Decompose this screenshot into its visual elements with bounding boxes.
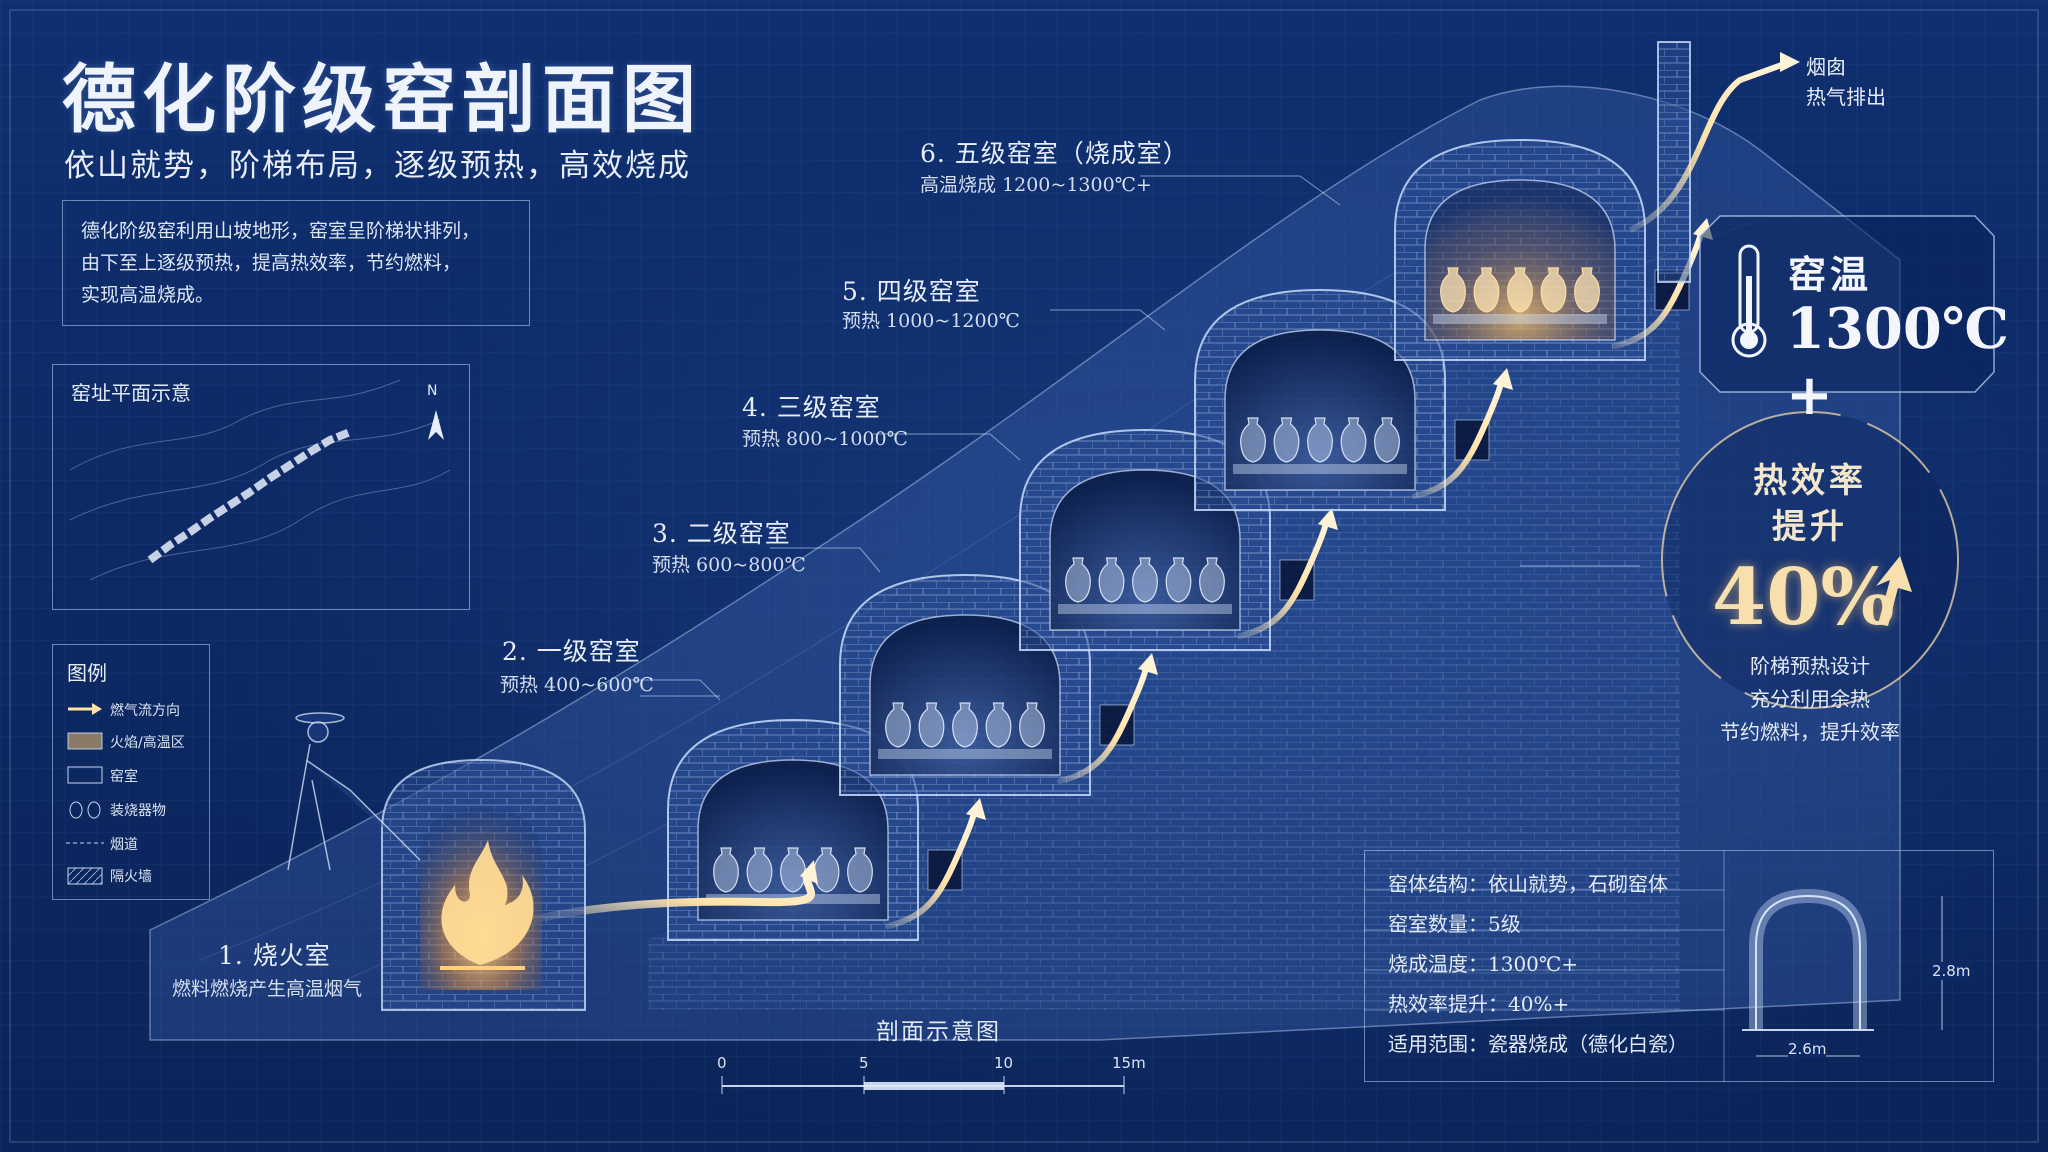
legend-title: 图例	[67, 661, 107, 685]
gas-flow-arrow	[526, 868, 815, 924]
vase-icon	[1132, 557, 1158, 603]
vase-icon	[1307, 417, 1333, 463]
spec-row: 适用范围：瓷器烧成（德化白瓷）	[1388, 1032, 1688, 1056]
legend-item-flow: 燃气流方向	[110, 703, 180, 719]
vase-icon	[1098, 557, 1125, 603]
vase-icon	[1273, 417, 1300, 463]
legend-item-firewall: 隔火墙	[110, 869, 152, 885]
scale-tick: 5	[859, 1054, 869, 1072]
legend-item-chamber: 窑室	[110, 769, 138, 785]
thermometer-icon	[1731, 244, 1767, 358]
vase-icon	[1199, 557, 1225, 603]
stage-3-desc: 预热 600~800℃	[652, 554, 806, 576]
vase-icon	[1065, 557, 1091, 603]
arch-width-label: 2.6m	[1788, 1040, 1827, 1058]
vase-icon	[985, 702, 1012, 748]
scale-tick: 15m	[1112, 1054, 1146, 1072]
scale-title: 剖面示意图	[876, 1019, 1001, 1045]
spec-panel	[1364, 850, 1994, 1082]
vase-icon	[1374, 417, 1400, 463]
spec-row: 烧成温度：1300℃+	[1388, 952, 1579, 976]
legend-item-flue: 烟道	[110, 837, 138, 853]
scale-bar	[721, 1076, 1125, 1094]
spec-table-lines	[1364, 850, 1725, 1082]
temperature-panel	[1699, 215, 1995, 393]
legend-item-ware: 装烧器物	[110, 803, 166, 819]
stage-5-desc: 预热 1000~1200℃	[842, 310, 1020, 332]
efficiency-title: 热效率 提升	[1753, 461, 1867, 547]
legend-swatches	[66, 703, 104, 885]
intro-box: 德化阶级窑利用山坡地形，窑室呈阶梯状排列， 由下至上逐级预热，提高热效率，节约燃…	[62, 200, 530, 326]
stage-3-label: 3. 二级窑室	[652, 519, 791, 548]
worker-figure	[287, 712, 421, 871]
stage-4-desc: 预热 800~1000℃	[742, 428, 908, 450]
vase-icon	[1019, 702, 1045, 748]
spec-row: 窑室数量：5级	[1388, 912, 1521, 936]
page-subtitle: 依山就势，阶梯布局，逐级预热，高效烧成	[64, 148, 691, 184]
vase-icon	[1165, 557, 1192, 603]
chimney-label: 烟囱 热气排出	[1806, 55, 1886, 109]
arch-height-label: 2.8m	[1932, 962, 1971, 980]
scale-tick: 0	[717, 1054, 727, 1072]
chimney-arrow-icon	[1780, 52, 1800, 72]
up-arrow-icon	[1876, 556, 1912, 626]
stage-6-label: 6. 五级窑室（烧成室）	[920, 139, 1189, 168]
vase-icon	[1340, 417, 1367, 463]
stage-6-desc: 高温烧成 1200~1300℃+	[920, 174, 1152, 196]
vase-icon	[746, 847, 773, 893]
stage-1-label: 1. 烧火室	[218, 941, 331, 970]
kiln-chamber-3	[1019, 428, 1338, 651]
site-plan-title: 窑址平面示意	[71, 381, 191, 405]
kiln-chambers	[526, 138, 1713, 1010]
vase-icon	[713, 847, 739, 893]
kiln-chamber-5	[1394, 138, 1713, 361]
legend-item-flame: 火焰/高温区	[110, 735, 185, 751]
vase-icon	[1507, 267, 1533, 313]
vase-icon	[847, 847, 873, 893]
fire-chamber	[381, 758, 586, 1011]
site-plan-panel: 窑址平面示意 N	[52, 364, 470, 610]
efficiency-value: 40%	[1712, 552, 1895, 643]
spec-row: 窑体结构：依山就势，石砌窑体	[1388, 872, 1668, 896]
stage-5-label: 5. 四级窑室	[842, 277, 981, 306]
vase-icon	[1540, 267, 1567, 313]
site-plan-map	[69, 379, 451, 581]
vase-icon	[1240, 417, 1266, 463]
vase-icon	[1473, 267, 1500, 313]
arrow-head-icon	[1138, 653, 1158, 675]
temperature-label: 窑温	[1788, 252, 1873, 297]
efficiency-ring	[1520, 411, 1959, 709]
intro-line: 德化阶级窑利用山坡地形，窑室呈阶梯状排列，	[81, 220, 481, 242]
page-title: 德化阶级窑剖面图	[62, 57, 702, 143]
efficiency-desc: 阶梯预热设计 充分利用余热 节约燃料，提升效率	[1720, 654, 1900, 744]
north-arrow-icon	[428, 410, 444, 440]
callout-lines	[630, 175, 1341, 701]
spec-row: 热效率提升：40%+	[1388, 992, 1570, 1016]
arrow-head-icon	[966, 798, 986, 820]
flame-icon	[441, 840, 534, 965]
arrow-head-icon	[1493, 368, 1513, 390]
vase-icon	[918, 702, 945, 748]
arrow-head-icon	[1318, 508, 1338, 530]
vase-icon	[885, 702, 911, 748]
stage-2-desc: 预热 400~600℃	[500, 674, 654, 696]
stage-4-label: 4. 三级窑室	[742, 393, 881, 422]
chimney	[1628, 41, 1800, 283]
temperature-value: 1300℃+	[1786, 296, 2009, 428]
intro-line: 由下至上逐级预热，提高热效率，节约燃料，	[81, 252, 462, 274]
scale-tick: 10	[994, 1054, 1014, 1072]
vase-icon	[952, 702, 978, 748]
legend-panel: 图例	[52, 644, 210, 900]
stage-1-desc: 燃料燃烧产生高温烟气	[172, 978, 363, 1000]
kiln-chamber-4	[1194, 288, 1513, 511]
intro-line: 实现高温烧成。	[81, 284, 215, 306]
north-label: N	[427, 383, 438, 399]
vase-icon	[780, 847, 806, 893]
vase-icon	[1574, 267, 1600, 313]
vase-icon	[1440, 267, 1466, 313]
stage-2-label: 2. 一级窑室	[502, 637, 641, 666]
arrow-head-icon	[800, 860, 818, 884]
